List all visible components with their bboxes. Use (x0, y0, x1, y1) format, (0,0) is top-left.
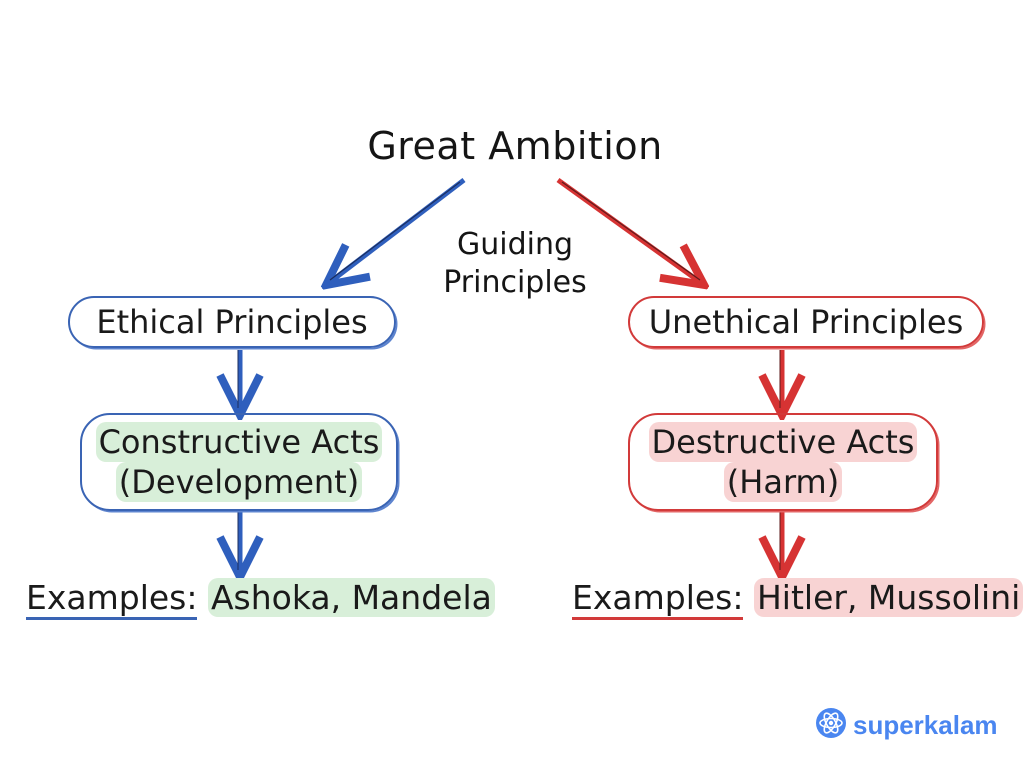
guiding-principles-label: Guiding Principles (440, 226, 590, 302)
arrow-constructive-to-examples (238, 512, 240, 572)
ethical-principles-label: Ethical Principles (96, 303, 368, 341)
arrow-unethical-to-destructive (780, 350, 782, 410)
constructive-acts-node: Constructive Acts (Development) (80, 413, 398, 511)
constructive-acts-sub: (Development) (115, 462, 363, 502)
ethical-examples-names: Ashoka, Mandela (207, 578, 495, 617)
arrow-ethical-to-constructive (238, 350, 240, 410)
unethical-principles-node: Unethical Principles (628, 296, 984, 348)
diagram-title: Great Ambition (367, 124, 663, 168)
brand-name: superkalam (853, 709, 998, 740)
unethical-examples: Examples: Hitler, Mussolini (572, 578, 1024, 620)
brand-logo: superkalam (815, 707, 998, 743)
guide-line-1: Guiding (456, 227, 574, 262)
ethical-principles-node: Ethical Principles (68, 296, 396, 348)
arrow-ambition-to-ethical (330, 178, 466, 282)
unethical-examples-label: Examples: (572, 578, 744, 620)
constructive-acts-label: Constructive Acts (95, 422, 383, 462)
guide-line-2: Principles (443, 265, 587, 300)
ethical-examples: Examples: Ashoka, Mandela (26, 578, 495, 620)
arrow-destructive-to-examples (780, 512, 782, 572)
unethical-examples-names: Hitler, Mussolini (753, 578, 1024, 617)
destructive-acts-label: Destructive Acts (648, 422, 918, 462)
arrow-ambition-to-unethical (556, 177, 700, 282)
destructive-acts-node: Destructive Acts (Harm) (628, 413, 938, 511)
atom-logo-icon (815, 707, 847, 743)
ethical-examples-label: Examples: (26, 578, 198, 620)
destructive-acts-sub: (Harm) (723, 462, 843, 502)
unethical-principles-label: Unethical Principles (648, 303, 964, 341)
